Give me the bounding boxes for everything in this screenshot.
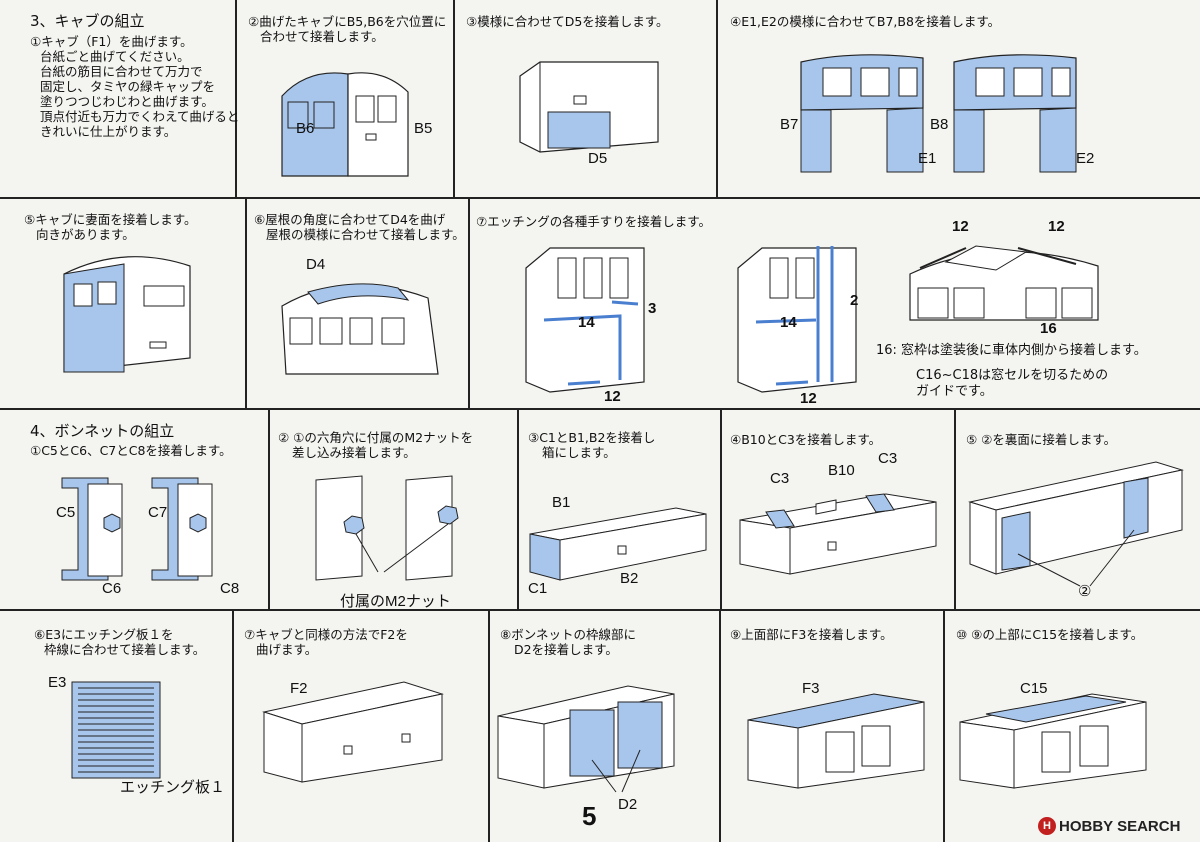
step-cab-1: ①キャブ（F1）を曲げます。 台紙ごと曲げてください。 台紙の筋目に合わせて万力… xyxy=(30,34,240,139)
row-divider-2 xyxy=(0,408,1200,410)
page-number: 5 xyxy=(582,801,597,831)
label-e3: E3 xyxy=(48,674,67,691)
hobby-search-logo-icon: H xyxy=(1038,817,1056,835)
cab-handrail-right-illustration xyxy=(737,246,857,393)
label-16: 16 xyxy=(1040,320,1057,337)
note-window-frame: 16: 窓枠は塗装後に車体内側から接着します。 xyxy=(876,343,1147,358)
col-divider xyxy=(488,609,490,842)
label-14-right: 14 xyxy=(780,314,797,331)
bonnet-b10-c3-illustration xyxy=(739,493,937,575)
label-b6: B6 xyxy=(296,120,315,137)
label-b2: B2 xyxy=(620,570,639,587)
bonnet-f2-illustration xyxy=(262,681,444,783)
watermark-logo: H HOBBY SEARCH xyxy=(1038,816,1180,836)
step-cab-4: ④E1,E2の模様に合わせてB7,B8を接着します。 xyxy=(730,14,1001,29)
label-f3: F3 xyxy=(802,680,820,697)
section-title-cab: 3、キャブの組立 xyxy=(30,12,145,30)
label-c8: C8 xyxy=(220,580,240,597)
col-divider xyxy=(954,408,956,609)
col-divider xyxy=(453,0,455,197)
cab-end-face-illustration xyxy=(63,256,191,373)
step-bonnet-5: ⑤ ②を裏面に接着します。 xyxy=(966,432,1117,447)
label-2: 2 xyxy=(850,292,859,309)
bonnet-underside-illustration xyxy=(968,461,1184,587)
step-cab-5: ⑤キャブに妻面を接着します。 向きがあります。 xyxy=(24,212,197,242)
step-bonnet-8: ⑧ボンネットの枠線部に D2を接着します。 xyxy=(500,627,636,657)
label-3: 3 xyxy=(648,300,657,317)
col-divider xyxy=(716,0,718,197)
label-f2: F2 xyxy=(290,680,308,697)
step-bonnet-2: ② ①の六角穴に付属のM2ナットを 差し込み接着します。 xyxy=(278,430,474,460)
label-d5: D5 xyxy=(588,150,608,167)
cab-window-frame-illustration xyxy=(909,245,1099,321)
label-b10: B10 xyxy=(828,462,855,479)
label-c3-left: C3 xyxy=(770,470,790,487)
step-cab-6: ⑥屋根の角度に合わせてD4を曲げ 屋根の模様に合わせて接着します。 xyxy=(254,212,465,242)
step-bonnet-4: ④B10とC3を接着します。 xyxy=(730,432,882,447)
label-e1: E1 xyxy=(918,150,937,167)
step-bonnet-1: ①C5とC6、C7とC8を接着します。 xyxy=(30,443,232,458)
step-cab-3: ③模様に合わせてD5を接着します。 xyxy=(466,14,669,29)
cab-roof-d4-illustration xyxy=(281,283,439,375)
step-bonnet-3: ③C1とB1,B2を接着し 箱にします。 xyxy=(528,430,656,460)
col-divider xyxy=(719,609,721,842)
col-divider xyxy=(943,609,945,842)
col-divider xyxy=(235,0,237,197)
step-bonnet-6: ⑥E3にエッチング板１を 枠線に合わせて接着します。 xyxy=(34,627,206,657)
col-divider xyxy=(232,609,234,842)
bonnet-c5-c8-illustration xyxy=(61,477,213,581)
col-divider xyxy=(517,408,519,609)
label-c1: C1 xyxy=(528,580,548,597)
bonnet-c15-illustration xyxy=(959,693,1147,789)
label-circled-2: ② xyxy=(1078,583,1092,600)
label-d4: D4 xyxy=(306,256,326,273)
col-divider xyxy=(268,408,270,609)
label-12-roof-left: 12 xyxy=(952,218,969,235)
label-c3-right: C3 xyxy=(878,450,898,467)
col-divider xyxy=(245,197,247,408)
label-c15: C15 xyxy=(1020,680,1048,697)
cab-d5-illustration xyxy=(519,61,659,153)
cab-b5-b6-illustration xyxy=(281,72,409,177)
label-12-roof-right: 12 xyxy=(1048,218,1065,235)
col-divider xyxy=(720,408,722,609)
step-bonnet-10: ⑩ ⑨の上部にC15を接着します。 xyxy=(956,627,1144,642)
label-nut: 付属のM2ナット xyxy=(340,593,451,610)
label-b5: B5 xyxy=(414,120,433,137)
cab-b8-illustration xyxy=(953,54,1077,173)
cab-handrail-left-illustration xyxy=(525,247,645,393)
section-title-bonnet: 4、ボンネットの組立 xyxy=(30,422,175,440)
label-b8: B8 xyxy=(930,116,949,133)
label-d2: D2 xyxy=(618,796,638,813)
label-c6: C6 xyxy=(102,580,122,597)
step-cab-2: ②曲げたキャブにB5,B6を穴位置に 合わせて接着します。 xyxy=(248,14,447,44)
label-c7: C7 xyxy=(148,504,168,521)
label-etching-plate: エッチング板１ xyxy=(120,779,226,796)
cab-b7-illustration xyxy=(800,54,924,173)
step-bonnet-9: ⑨上面部にF3を接着します。 xyxy=(730,627,893,642)
label-c5: C5 xyxy=(56,504,76,521)
bonnet-box-illustration xyxy=(529,507,707,581)
label-e2: E2 xyxy=(1076,150,1095,167)
step-cab-7: ⑦エッチングの各種手すりを接着します。 xyxy=(476,214,711,229)
label-12-left: 12 xyxy=(604,388,621,405)
label-b1: B1 xyxy=(552,494,571,511)
label-b7: B7 xyxy=(780,116,799,133)
step-bonnet-7: ⑦キャブと同様の方法でF2を 曲げます。 xyxy=(244,627,408,657)
watermark-text: HOBBY SEARCH xyxy=(1059,817,1181,835)
label-12-right: 12 xyxy=(800,390,817,407)
bonnet-f3-illustration xyxy=(747,693,925,789)
bonnet-nut-illustration xyxy=(315,475,459,581)
row-divider-1 xyxy=(0,197,1200,199)
label-14-left: 14 xyxy=(578,314,595,331)
note-window-guide: C16~C18は窓セルを切るための ガイドです。 xyxy=(916,368,1109,399)
bonnet-d2-illustration xyxy=(497,685,675,793)
row-divider-3 xyxy=(0,609,1200,611)
bonnet-e3-grille-illustration xyxy=(71,681,161,779)
col-divider xyxy=(468,197,470,408)
